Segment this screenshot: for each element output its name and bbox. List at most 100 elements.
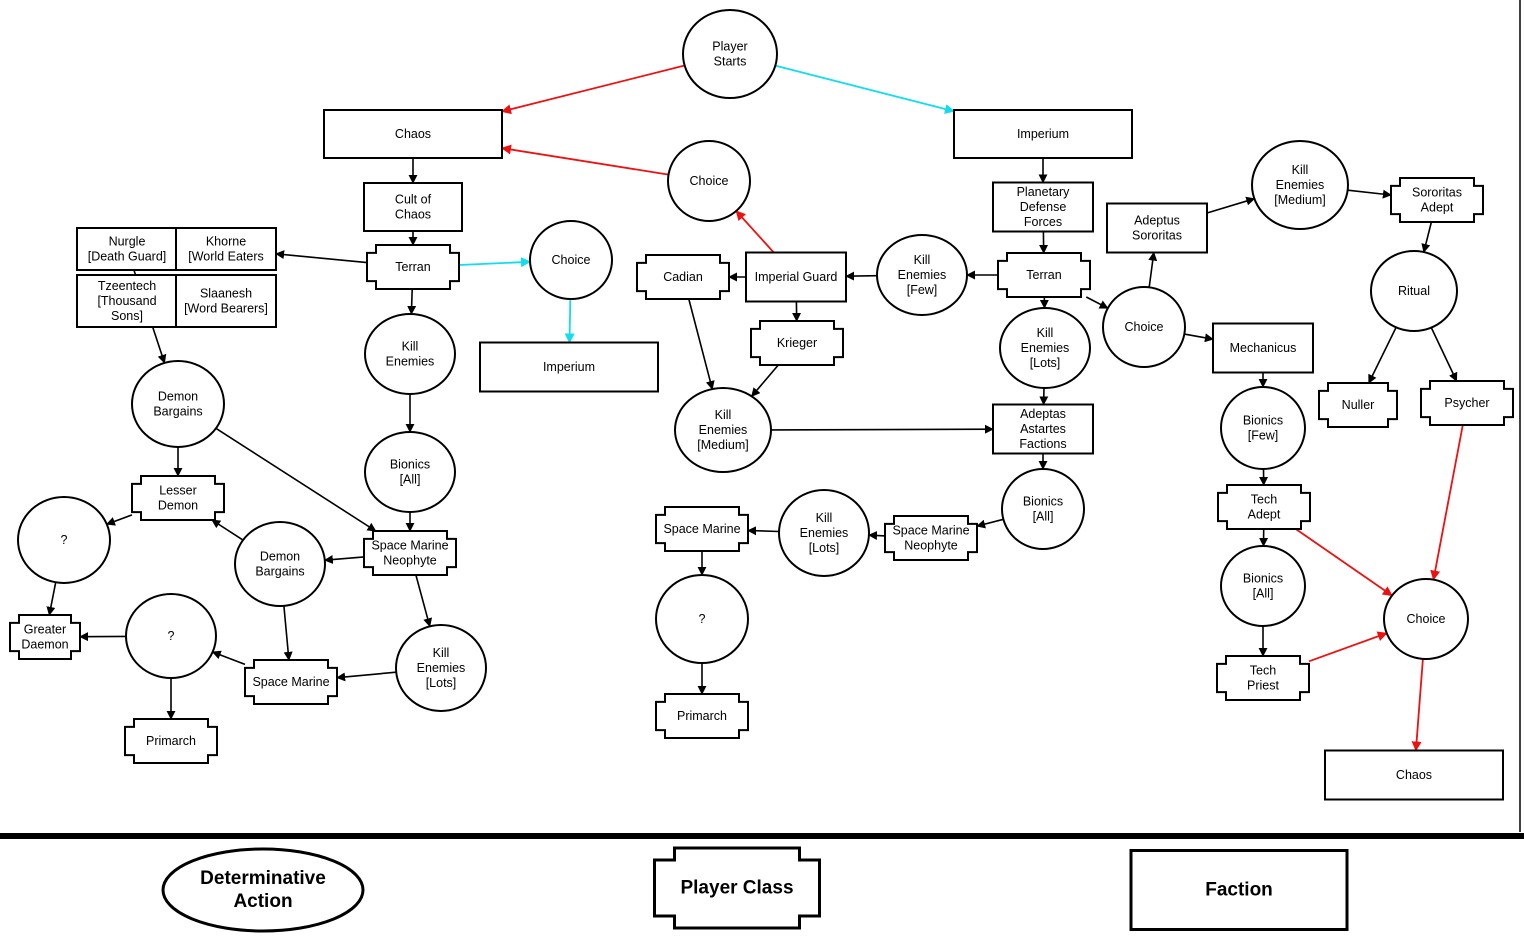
node-bionics-few-shape: [1220, 386, 1306, 470]
node-q3: ?: [655, 574, 749, 664]
node-demon-bargains-1-label-line: Bargains: [153, 405, 202, 419]
edge-kill_medium_ig-to-adeptas_astartes: [770, 424, 994, 434]
node-nurgle: Nurgle[Death Guard]: [76, 227, 178, 271]
node-kill-lots-imp-label-line: Enemies: [1021, 341, 1070, 355]
edge-sm_neophyte_chaos-to-kill_lots_chaos: [415, 574, 433, 628]
node-imperium-top-shape: [953, 109, 1133, 159]
edge-kill_few-to-imperial_guard: [845, 271, 878, 281]
node-bionics-few-label-line: [Few]: [1248, 429, 1279, 443]
edge-terran_imp-to-choice_imp: [1085, 296, 1109, 309]
node-cult-of-chaos-label-line: Cult of: [395, 193, 432, 207]
node-bionics-all-mech: Bionics[All]: [1220, 545, 1306, 627]
node-nuller-label-line: Nuller: [1342, 398, 1375, 412]
node-terran-imp: Terran: [997, 252, 1091, 298]
node-khorne-label-line: [World Eaters: [188, 250, 264, 264]
node-imperial-guard-shape: [745, 251, 847, 303]
node-slaanesh-shape: [175, 274, 277, 328]
node-imperium-faction: Imperium: [479, 341, 659, 393]
edge-ritual-to-psycher: [1430, 327, 1458, 382]
node-tech-adept-label-line: Tech: [1251, 493, 1277, 507]
node-imperium-faction-shape: [479, 341, 659, 393]
node-bionics-few-label-line: Bionics: [1243, 414, 1283, 428]
node-bionics-all-imp-label-line: [All]: [1033, 510, 1054, 524]
node-kill-few-label-line: [Few]: [907, 283, 938, 297]
node-mechanicus: Mechanicus: [1212, 322, 1314, 374]
node-terran-chaos-shape: [366, 244, 460, 290]
edge-bionics_all_imp-to-sm_neophyte_imp: [976, 518, 1004, 529]
node-choice-mid-shape: [667, 140, 751, 222]
node-primarch-imp-label-line: Primarch: [677, 709, 727, 723]
node-primarch-imp: Primarch: [655, 693, 749, 739]
node-psycher-shape: [1420, 380, 1514, 426]
node-q3-shape: [655, 574, 749, 664]
edge-sororitas_adept-to-ritual: [1421, 221, 1433, 253]
node-kill-enemies-chaos-label-line: Enemies: [386, 355, 435, 369]
node-choice-imp-label-line: Choice: [1125, 320, 1164, 334]
node-choice-mech-label-line: Choice: [1407, 612, 1446, 626]
edge-player_starts-to-imperium_top: [775, 64, 955, 114]
node-tzeentch-shape: [76, 274, 178, 328]
node-khorne-shape: [175, 227, 277, 271]
node-kill-lots-chaos-label-line: Enemies: [417, 661, 466, 675]
node-slaanesh: Slaanesh[Word Bearers]: [175, 274, 277, 328]
edge-imperial_guard-to-choice_mid: [735, 210, 775, 254]
node-planetary-defense-label-line: Planetary: [1017, 185, 1071, 199]
node-nurgle-label-line: [Death Guard]: [88, 250, 167, 264]
node-choice-mid: Choice: [667, 140, 751, 222]
node-lesser-demon-label-line: Lesser: [159, 484, 197, 498]
node-tech-priest-label-line: Priest: [1247, 679, 1279, 693]
node-kill-lots-chaos-shape: [395, 624, 487, 712]
node-adeptas-astartes-shape: [992, 403, 1094, 455]
node-kill-medium-sor-shape: [1251, 140, 1349, 230]
node-choice-imp-shape: [1102, 286, 1186, 368]
node-bionics-all-imp-shape: [1001, 468, 1085, 550]
node-mechanicus-shape: [1212, 322, 1314, 374]
node-primarch-imp-shape: [655, 693, 749, 739]
node-nuller-shape: [1318, 382, 1398, 428]
node-bionics-all-chaos: Bionics[All]: [364, 431, 456, 513]
node-chaos-bottom: Chaos: [1324, 749, 1504, 801]
node-slaanesh-label-line: Slaanesh: [200, 287, 252, 301]
node-greater-daemon-shape: [9, 614, 81, 660]
edge-demon_bargains_2-to-space_marine_chaos: [283, 605, 293, 661]
edge-cadian-to-kill_medium_ig: [688, 298, 715, 390]
node-lesser-demon-shape: [131, 475, 225, 521]
node-q3-label-line: ?: [699, 612, 706, 626]
edge-kill_medium_sor-to-sororitas_adept: [1347, 189, 1392, 199]
node-bionics-all-mech-shape: [1220, 545, 1306, 627]
node-kill-medium-ig-label-line: Kill: [715, 408, 732, 422]
node-kill-lots-imp2-label-line: [Lots]: [809, 541, 840, 555]
node-adeptas-astartes-label-line: Adeptas: [1020, 407, 1066, 421]
node-sororitas-adept-label-line: Adept: [1421, 201, 1454, 215]
node-sm-neophyte-chaos-label-line: Neophyte: [383, 554, 437, 568]
node-primarch-chaos-label-line: Primarch: [146, 734, 196, 748]
node-space-marine-chaos-shape: [244, 659, 338, 705]
node-kill-medium-ig-label-line: [Medium]: [697, 438, 748, 452]
legend-class-label-line: Player Class: [680, 878, 793, 899]
node-kill-medium-ig-label-line: Enemies: [699, 423, 748, 437]
edge-q1-to-greater_daemon: [46, 582, 57, 616]
node-kill-lots-chaos-label-line: [Lots]: [426, 676, 457, 690]
node-cadian-label-line: Cadian: [663, 270, 703, 284]
node-planetary-defense-shape: [992, 181, 1094, 233]
node-choice-chaos: Choice: [529, 220, 613, 300]
node-imperial-guard: Imperial Guard: [745, 251, 847, 303]
node-primarch-chaos: Primarch: [124, 718, 218, 764]
edge-sm_neophyte_imp-to-kill_lots_imp2: [868, 531, 886, 540]
node-nurgle-label-line: Nurgle: [109, 235, 146, 249]
node-terran-chaos-label-line: Terran: [395, 260, 430, 274]
node-kill-lots-imp2-label-line: Enemies: [800, 526, 849, 540]
node-kill-few-shape: [876, 234, 968, 316]
node-terran-imp-shape: [997, 252, 1091, 298]
